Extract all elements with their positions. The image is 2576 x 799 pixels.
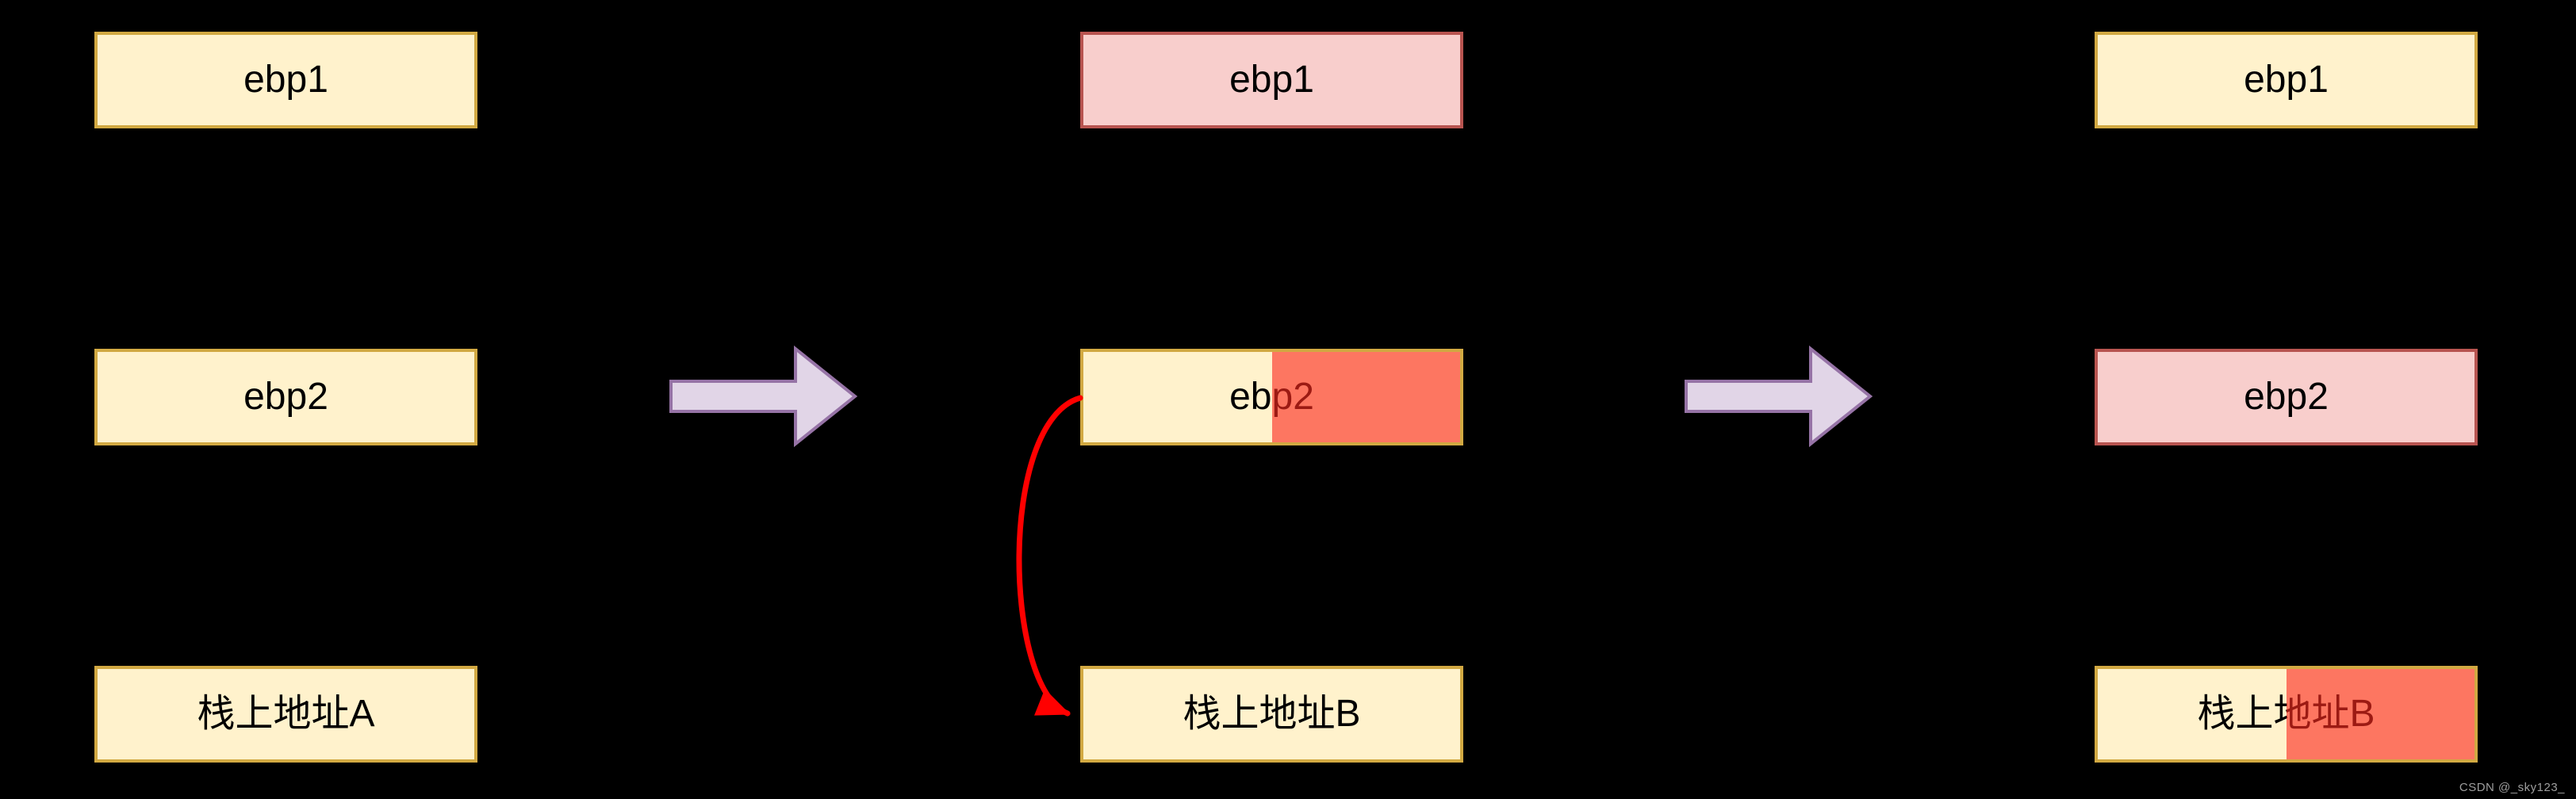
middle-ebp2-box: ebp2 [1080,349,1463,445]
middle-stack-address-b-box: 栈上地址B [1080,666,1463,763]
left-ebp1-box: ebp1 [94,32,477,128]
middle-stack-address-b-label: 栈上地址B [1183,693,1361,735]
left-stack-address-a-label: 栈上地址A [197,693,375,735]
transition-arrow-1-icon [669,345,858,448]
right-ebp2-label: ebp2 [2244,376,2329,418]
csdn-watermark: CSDN @_sky123_ [2459,781,2565,794]
left-ebp2-label: ebp2 [243,376,328,418]
middle-ebp1-label: ebp1 [1229,59,1314,101]
left-ebp1-label: ebp1 [243,59,328,101]
right-ebp1-label: ebp1 [2244,59,2329,101]
right-stack-address-b-box: 栈上地址B [2095,666,2478,763]
left-stack-address-a-box: 栈上地址A [94,666,477,763]
right-ebp1-box: ebp1 [2095,32,2478,128]
left-ebp2-box: ebp2 [94,349,477,445]
middle-ebp2-overwrite-highlight [1271,352,1460,442]
middle-ebp1-box: ebp1 [1080,32,1463,128]
transition-arrow-2-icon [1685,345,1873,448]
right-ebp2-box: ebp2 [2095,349,2478,445]
right-stack-address-b-overwrite-highlight [2286,669,2474,759]
